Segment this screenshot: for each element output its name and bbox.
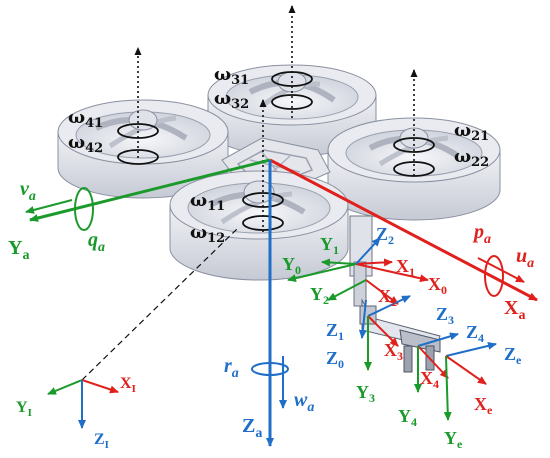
xa-axis — [269, 158, 538, 302]
rotor-1-duct — [169, 170, 349, 281]
omega-11-label: ω11 — [190, 190, 225, 214]
rotor-axes — [134, 5, 418, 232]
pa-rotation-arrow — [484, 255, 504, 297]
omega-12-label: ω12 — [190, 222, 225, 246]
X3-label: X3 — [384, 340, 403, 363]
rotor-labels: ω31 ω32 ω41 ω42 ω21 ω22 ω11 ω12 — [68, 64, 489, 246]
va-arrow — [25, 199, 73, 214]
Z4-label: Z4 — [466, 322, 484, 345]
pa-label: pa — [472, 221, 491, 247]
omega-42-label: ω42 — [68, 132, 103, 156]
body-frame-labels: va qa Ya pa ua Xa ra wa Za — [8, 178, 534, 441]
qa-rotation-arrow — [74, 187, 94, 231]
Xe-label: Xe — [474, 394, 493, 417]
X2-label: X2 — [378, 286, 397, 309]
X4-label: X4 — [420, 368, 439, 391]
Y1-label: Y1 — [320, 234, 339, 257]
Y2-label: Y2 — [310, 284, 329, 307]
rotor-spin-indicators — [117, 71, 435, 231]
Ye-label: Ye — [444, 428, 463, 451]
ZI-label: ZI — [94, 431, 109, 451]
qa-label: qa — [88, 229, 105, 255]
Ya-label: Ya — [8, 237, 29, 263]
X1-label: X1 — [396, 256, 415, 279]
omega-31-label: ω31 — [214, 64, 249, 88]
Z1-label: Z1 — [326, 320, 344, 343]
rotor-3-duct — [207, 64, 377, 157]
ra-rotation-arrow — [251, 362, 289, 376]
Ze-label: Ze — [504, 344, 522, 367]
XI-label: XI — [120, 375, 136, 395]
ua-arrow — [477, 257, 525, 283]
Y3-label: Y3 — [356, 382, 375, 405]
Y4-label: Y4 — [398, 406, 417, 429]
inertial-frame-labels: XI YI ZI — [16, 375, 136, 451]
inertial-link — [81, 227, 239, 381]
omega-21-label: ω21 — [454, 120, 489, 144]
rotor-4-duct — [57, 99, 229, 199]
ya-axis — [29, 158, 271, 222]
Xa-label: Xa — [504, 297, 525, 323]
omega-22-label: ω22 — [454, 146, 489, 170]
X0-label: X0 — [428, 274, 447, 297]
Z0-label: Z0 — [326, 348, 344, 371]
ra-label: ra — [224, 355, 239, 381]
ua-label: ua — [516, 245, 534, 271]
inertial-frame-axes — [47, 379, 119, 429]
wa-label: wa — [294, 389, 314, 415]
omega-41-label: ω41 — [68, 107, 103, 131]
va-label: va — [20, 178, 36, 204]
arm-frame-labels: Z2 Y1 Y0 X1 X0 Y2 X2 Z3 Z1 X3 Z4 Z0 Ze X… — [282, 224, 522, 451]
Z3-label: Z3 — [436, 304, 454, 327]
omega-32-label: ω32 — [214, 88, 249, 112]
YI-label: YI — [16, 399, 32, 419]
Y0-label: Y0 — [282, 254, 301, 277]
arm-frame-axes — [287, 237, 497, 421]
body-frame-axes — [25, 158, 538, 447]
Z2-label: Z2 — [376, 224, 394, 247]
Za-label: Za — [242, 415, 262, 441]
